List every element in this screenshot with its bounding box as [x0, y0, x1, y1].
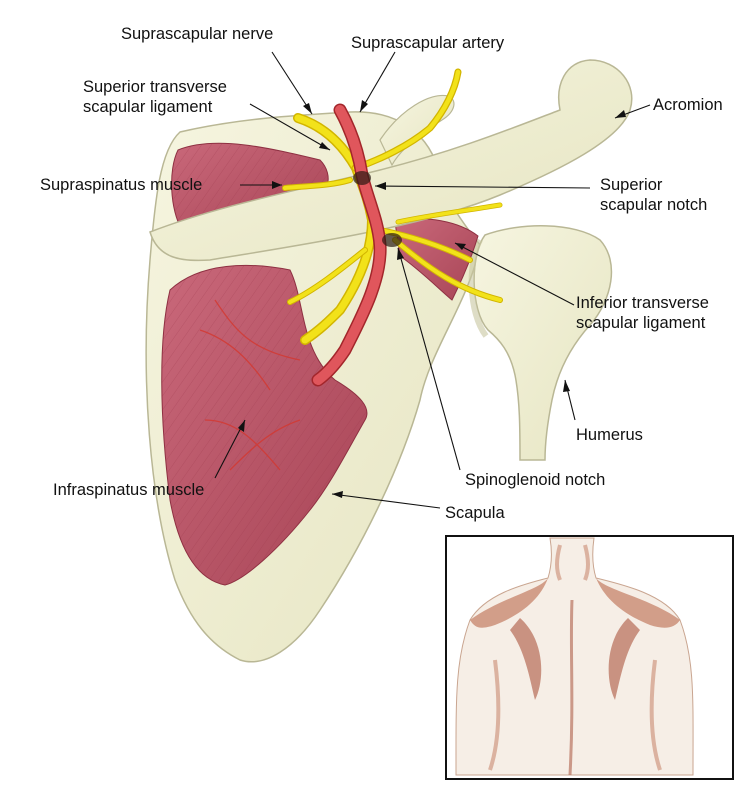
inset-back-view — [445, 535, 734, 780]
label-suprascapular-nerve: Suprascapular nerve — [121, 25, 274, 43]
humerus-shape — [473, 225, 613, 461]
label-superior-transverse-scapular-ligament: Superior transverse scapular ligament — [83, 78, 227, 116]
label-superior-scapular-notch: Superior scapular notch — [600, 176, 708, 214]
label-scapula: Scapula — [445, 504, 505, 522]
label-humerus: Humerus — [576, 426, 643, 444]
leader-lines — [214, 51, 651, 509]
label-inferior-transverse-scapular-ligament: Inferior transverse scapular ligament — [576, 294, 709, 332]
label-suprascapular-artery: Suprascapular artery — [351, 34, 505, 52]
label-infraspinatus-muscle: Infraspinatus muscle — [53, 481, 205, 499]
suprascapular-artery-shape — [311, 103, 387, 387]
label-acromion: Acromion — [653, 96, 723, 114]
spine-acromion-shape — [149, 59, 633, 262]
label-spinoglenoid-notch: Spinoglenoid notch — [465, 471, 606, 489]
label-supraspinatus-muscle: Supraspinatus muscle — [40, 176, 203, 194]
